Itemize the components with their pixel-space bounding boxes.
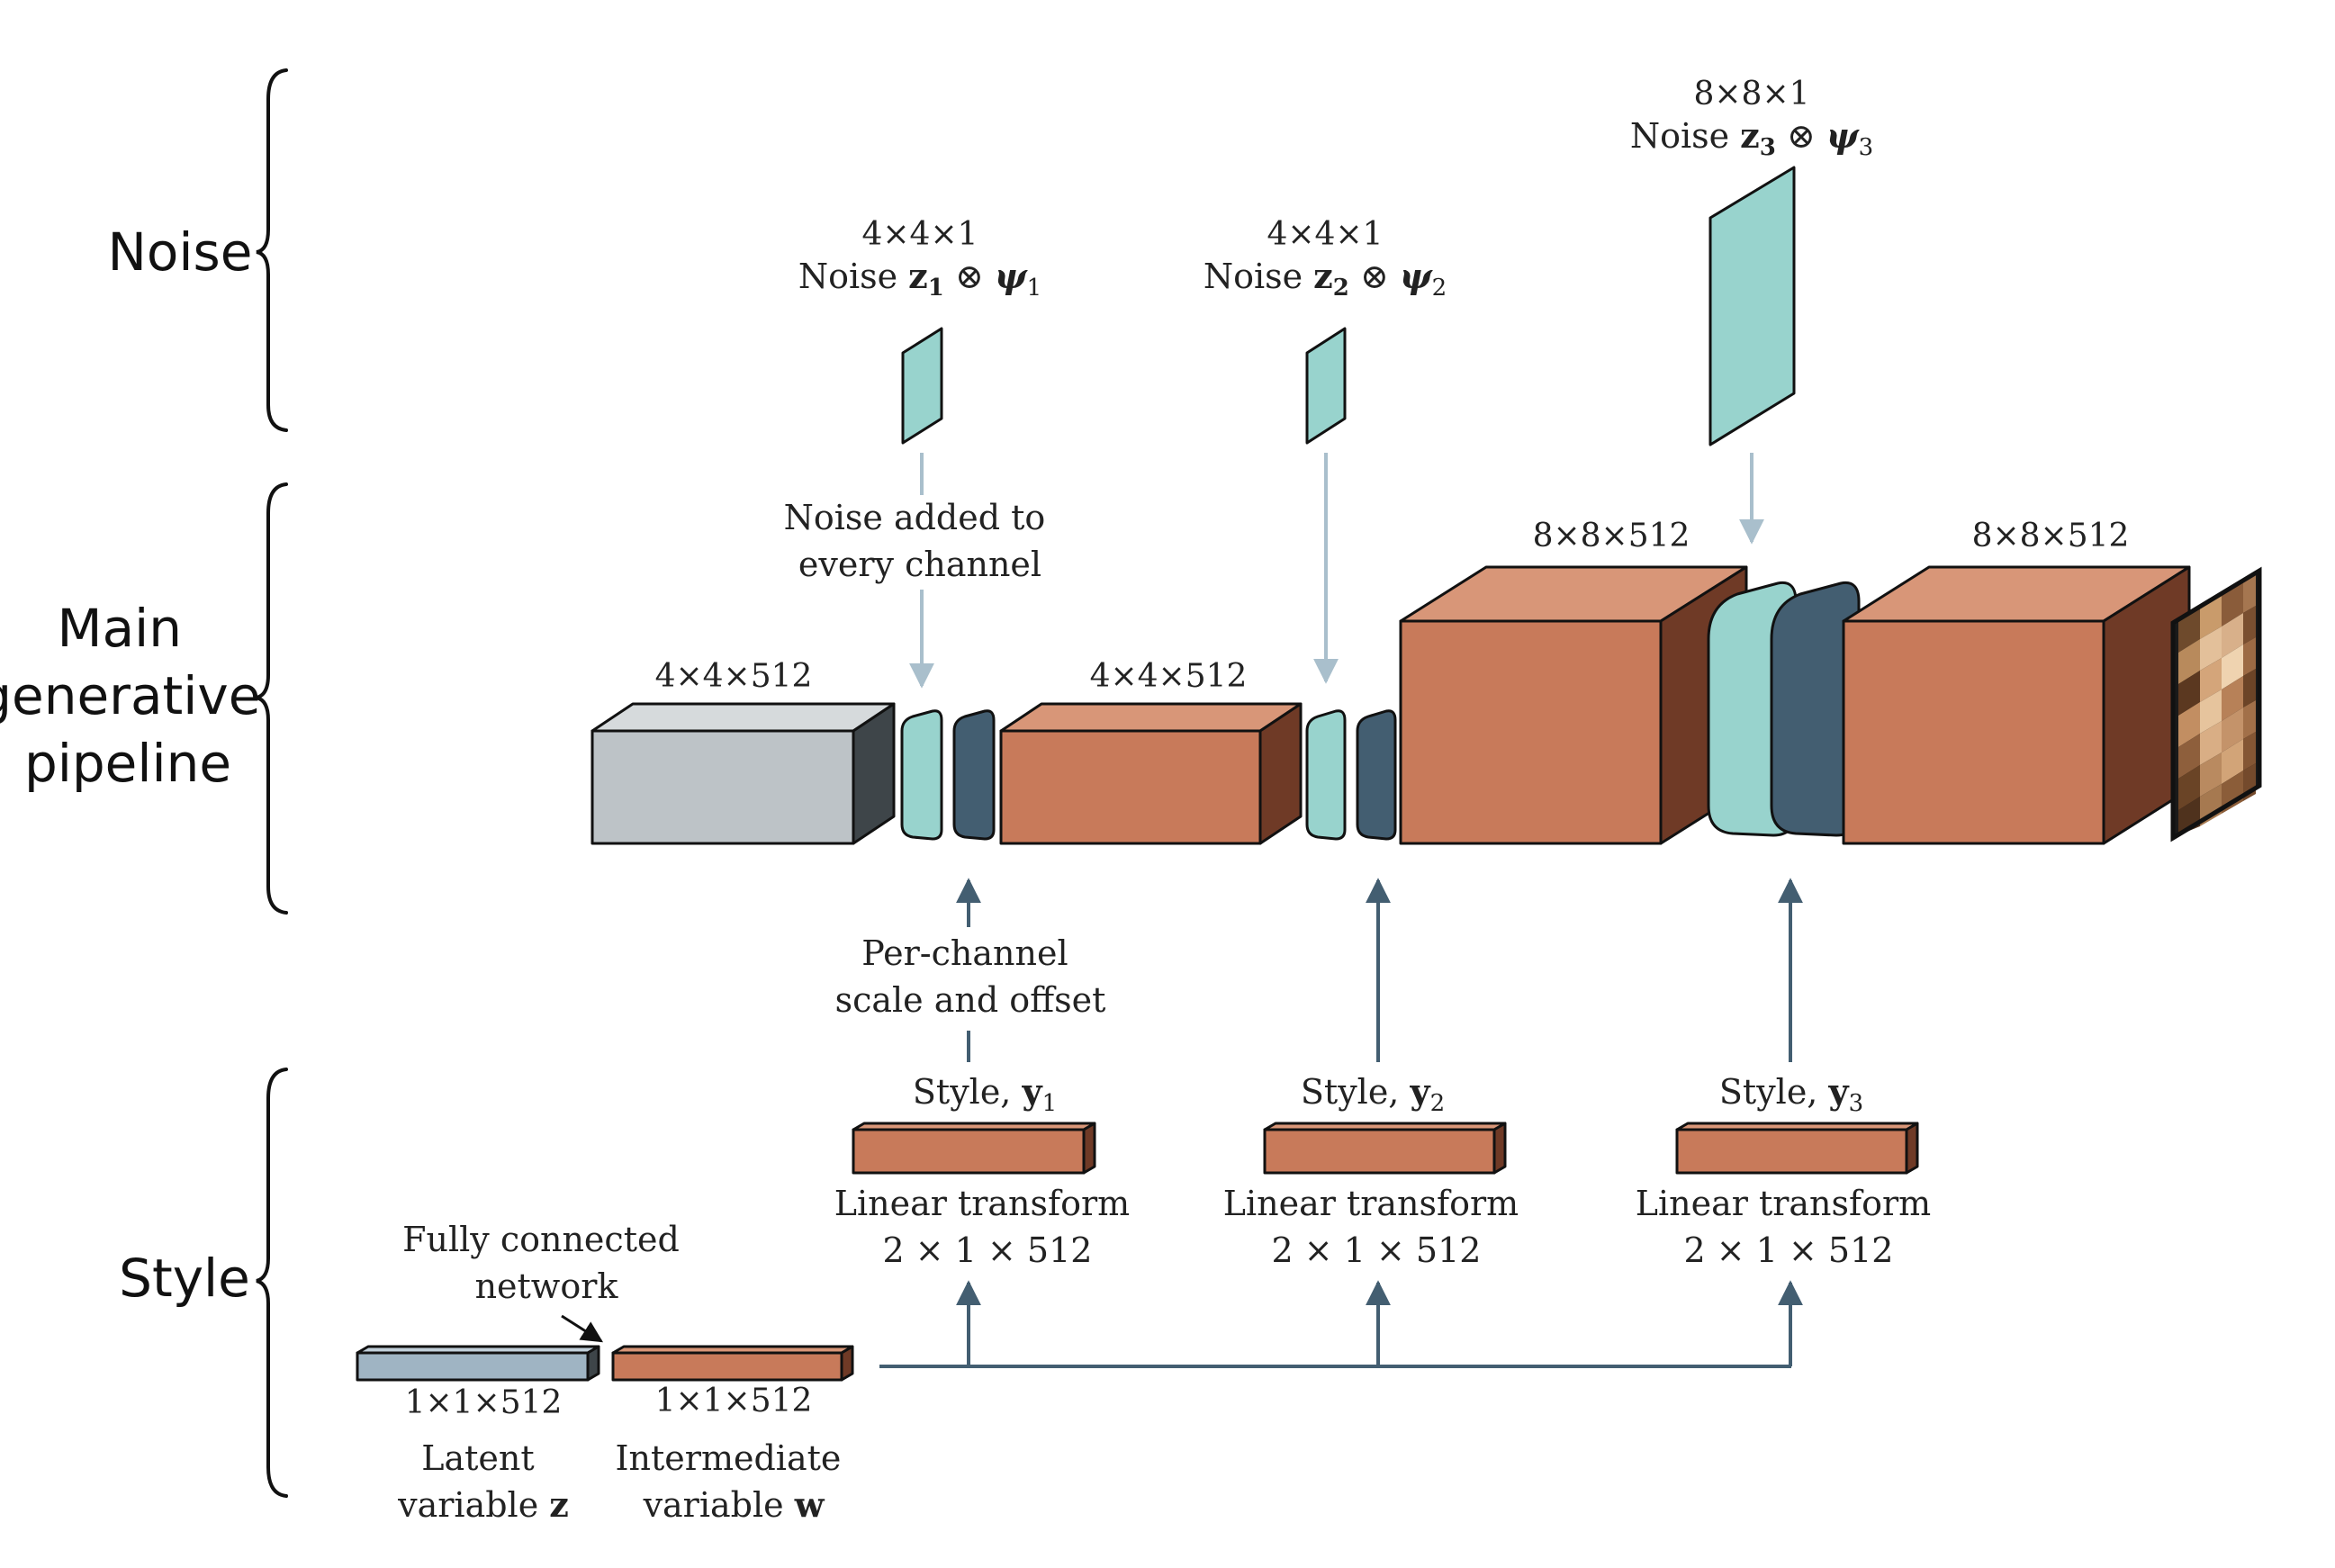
annotation-fully-connected: Fully connected network [402,1220,690,1306]
latent-bar [356,1345,600,1382]
linear-bar-2 [1263,1122,1507,1175]
noise-label-1: Noise z1 ⊗ ψ1 [798,256,1041,302]
dim-label-block4: 8×8×512 [1972,518,2130,554]
linear-bar-3 [1675,1122,1919,1175]
adain-plate-1 [952,709,996,841]
style-brace [256,1068,288,1498]
annotation-noise-added: Noise added to every channel [784,498,1057,584]
block-8x8-orange-2 [1842,565,2191,845]
linear-label-1: Linear transform 2 × 1 × 512 [834,1184,1141,1270]
block-input-constant [591,702,896,845]
linear-label-2: Linear transform 2 × 1 × 512 [1223,1184,1530,1270]
noise-map-3 [1708,166,1796,446]
style-label-1: Style, y1 [913,1071,1057,1117]
dim-label-block2: 4×4×512 [1090,658,1248,695]
noise-plate-1 [900,709,943,841]
dim-label-block3: 8×8×512 [1533,518,1690,554]
section-label-style: Style [119,1248,250,1309]
main-brace [256,482,288,915]
noise-map-2 [1305,327,1347,445]
linear-bar-1 [852,1122,1096,1175]
block-8x8-orange-1 [1399,565,1748,845]
fc-arrow [561,1314,604,1343]
intermediate-variable-label: Intermediate variable w [616,1438,852,1525]
linear-label-3: Linear transform 2 × 1 × 512 [1636,1184,1943,1270]
output-image [2170,566,2262,843]
annotation-per-channel: Per-channel scale and offset [835,933,1106,1020]
dim-label-latent: 1×1×512 [405,1384,563,1421]
noise-brace [256,68,288,432]
block-4x4-orange [999,702,1303,845]
dim-label-intermediate: 1×1×512 [655,1383,813,1419]
style-label-3: Style, y3 [1719,1071,1863,1117]
noise-label-2: Noise z2 ⊗ ψ2 [1204,256,1447,302]
noise-plate-2 [1305,709,1347,841]
adain-plate-2 [1356,709,1397,841]
dim-label-block1: 4×4×512 [655,658,813,695]
dim-label-noise1: 4×4×1 [861,216,978,253]
latent-variable-label: Latent variable z [397,1438,569,1525]
dim-label-noise2: 4×4×1 [1267,216,1383,253]
style-label-2: Style, y2 [1301,1071,1445,1117]
section-label-main: Main generative pipeline [0,598,277,794]
noise-map-1 [901,327,943,445]
intermediate-bar [611,1345,854,1382]
section-label-noise: Noise [108,221,253,283]
noise-label-3: Noise z3 ⊗ ψ3 [1630,115,1873,161]
dim-label-noise3: 8×8×1 [1693,76,1809,113]
